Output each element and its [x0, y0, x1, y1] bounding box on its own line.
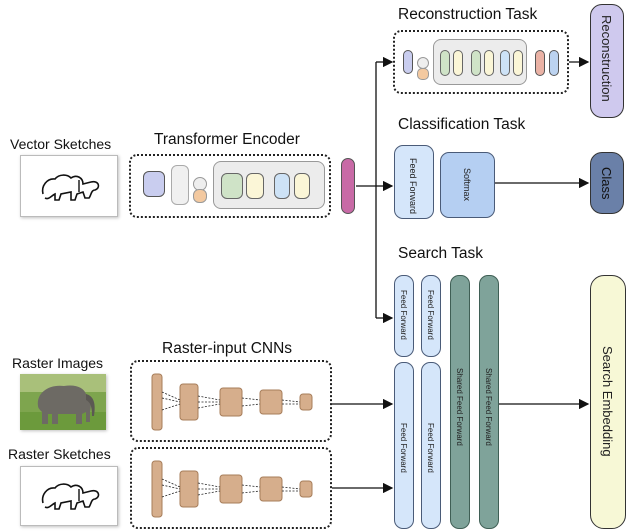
add-norm-block-2	[294, 173, 310, 199]
raster-cnns-title: Raster-input CNNs	[162, 340, 293, 357]
positional-encoding-block	[193, 189, 207, 203]
search-feed-forward-bottom-1: Feed Forward	[394, 362, 414, 529]
search-feed-forward-top-2: Feed Forward	[421, 275, 441, 357]
elephant-sketch-icon	[41, 483, 100, 510]
reconstruction-output-label: Reconstruction	[599, 15, 614, 102]
search-feed-forward-bottom-2: Feed Forward	[421, 362, 441, 529]
ff-label: Feed Forward	[426, 423, 435, 473]
sketch-embedding-bar	[341, 158, 355, 214]
reconstruction-decoder-block	[393, 30, 569, 94]
elephant-photo-icon	[20, 374, 106, 430]
ff-label: Feed Forward	[426, 290, 435, 340]
search-embedding-label: Search Embedding	[600, 346, 615, 457]
reconstruction-task-title: Reconstruction Task	[398, 6, 538, 23]
shared-feed-forward-1: Shared Feed Forward	[450, 275, 470, 529]
search-feed-forward-top-1: Feed Forward	[394, 275, 414, 357]
cnn-layers-graphic	[151, 460, 313, 518]
decoder-pos-block	[417, 68, 429, 80]
classification-feed-forward: Feed Forward	[394, 145, 434, 219]
cnn-layers-graphic	[151, 373, 313, 431]
decoder-embedding	[403, 50, 413, 74]
class-output-label: Class	[599, 167, 614, 200]
shared-feed-forward-2: Shared Feed Forward	[479, 275, 499, 529]
decoder-output-b	[549, 50, 559, 76]
add-norm-block	[246, 173, 264, 199]
embedding-layer	[143, 171, 165, 197]
softmax-label: Softmax	[462, 168, 472, 202]
raster-image-photo	[20, 374, 106, 430]
transformer-encoder-block	[129, 154, 331, 218]
ff-label: Feed Forward	[399, 423, 408, 473]
transformer-encoder-title: Transformer Encoder	[154, 131, 300, 148]
raster-sketches-label: Raster Sketches	[8, 446, 111, 462]
vector-sketches-label: Vector Sketches	[10, 136, 112, 152]
classification-ff-label: Feed Forward	[408, 158, 418, 215]
softmax-layer: Softmax	[440, 152, 495, 218]
shared-ff-label: Shared Feed Forward	[455, 368, 464, 446]
raster-images-label: Raster Images	[12, 355, 104, 371]
attention-block	[221, 173, 243, 199]
class-output: Class	[590, 152, 624, 214]
search-task-title: Search Task	[398, 245, 484, 262]
shared-ff-label: Shared Feed Forward	[484, 368, 493, 446]
classification-task-title: Classification Task	[398, 116, 526, 133]
elephant-sketch-icon	[41, 174, 100, 201]
norm-layer	[171, 165, 189, 205]
encoder-layer-stack	[213, 161, 325, 209]
decoder-output-a	[535, 50, 545, 76]
vector-sketch-image	[20, 155, 118, 217]
ffn-block	[274, 173, 290, 199]
raster-cnn-bottom	[130, 447, 332, 529]
decoder-layer-stack	[433, 39, 527, 85]
ff-label: Feed Forward	[399, 290, 408, 340]
raster-cnn-top	[130, 360, 332, 442]
raster-sketch-image	[20, 466, 118, 526]
search-embedding-output: Search Embedding	[590, 275, 626, 529]
reconstruction-output: Reconstruction	[590, 4, 624, 118]
